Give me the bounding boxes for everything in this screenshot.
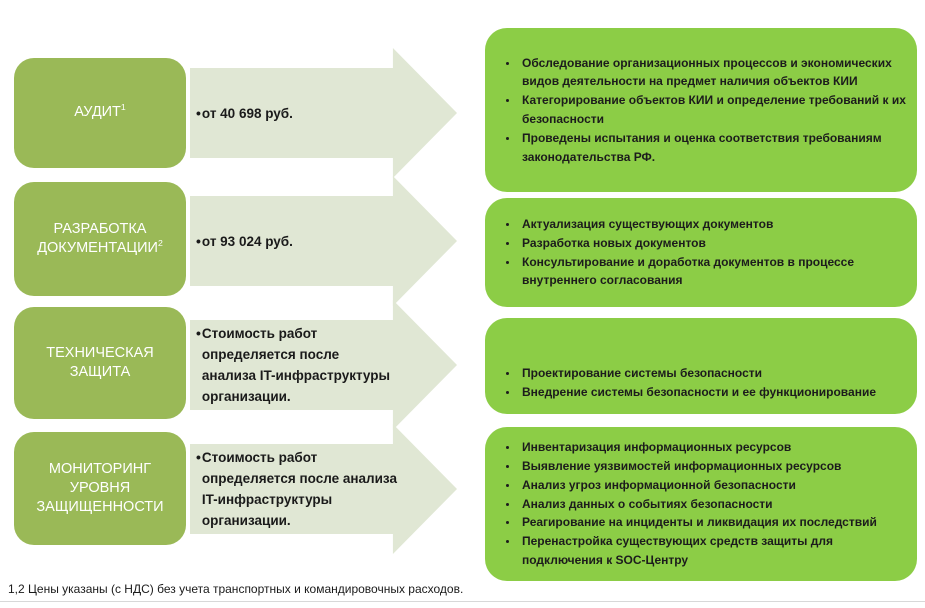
service-title-text: АУДИТ xyxy=(74,104,121,121)
price-line: • от 40 698 руб. xyxy=(196,103,293,124)
bullet-list: Проектирование системы безопасности Внед… xyxy=(503,364,876,402)
footnote: 1,2 Цены указаны (с НДС) без учета транс… xyxy=(8,582,464,596)
bullet-list: Обследование организационных процессов и… xyxy=(503,54,909,167)
price-label: Стоимость работ определяется после анали… xyxy=(201,450,397,528)
process-arrow: • от 93 024 руб. xyxy=(190,176,457,306)
price-label: Стоимость работ определяется после анали… xyxy=(201,326,391,404)
bullet-item: Выявление уязвимостей информационных рес… xyxy=(519,457,909,476)
price-line: • Стоимость работ определяется после ана… xyxy=(196,447,397,531)
price-line: • от 93 024 руб. xyxy=(196,231,293,252)
bullet-item: Разработка новых документов xyxy=(519,234,909,253)
price-block: • от 40 698 руб. xyxy=(196,68,401,158)
service-title-text: МОНИТОРИНГ УРОВНЯ ЗАЩИЩЕННОСТИ xyxy=(36,460,164,516)
service-title: МОНИТОРИНГ УРОВНЯ ЗАЩИЩЕННОСТИ xyxy=(24,460,176,517)
service-title: ТЕХНИЧЕСКАЯ ЗАЩИТА xyxy=(24,344,176,382)
bullet-dot-icon: • xyxy=(196,104,201,121)
bullet-item: Категорирование объектов КИИ и определен… xyxy=(519,91,909,129)
bullet-item: Проведены испытания и оценка соответстви… xyxy=(519,129,909,167)
service-title-box-documentation: РАЗРАБОТКА ДОКУМЕНТАЦИИ2 xyxy=(14,182,186,296)
service-title: РАЗРАБОТКА ДОКУМЕНТАЦИИ2 xyxy=(24,220,176,258)
bullet-dot-icon: • xyxy=(196,449,201,465)
service-details-box-technical-protection: Проектирование системы безопасности Внед… xyxy=(485,318,917,414)
service-title-box-technical-protection: ТЕХНИЧЕСКАЯ ЗАЩИТА xyxy=(14,307,186,419)
price-block: • Стоимость работ определяется после ана… xyxy=(196,444,401,534)
service-details-box-monitoring: Инвентаризация информационных ресурсов В… xyxy=(485,427,917,581)
bullet-item: Внедрение системы безопасности и ее функ… xyxy=(519,383,876,402)
bullet-item: Консультирование и доработка документов … xyxy=(519,253,909,291)
price-block: • от 93 024 руб. xyxy=(196,196,401,286)
bullet-item: Реагирование на инциденты и ликвидация и… xyxy=(519,513,909,532)
title-superscript: 1 xyxy=(120,102,126,113)
process-arrow: • Стоимость работ определяется после ана… xyxy=(190,300,457,430)
bullet-item: Анализ данных о событиях безопасности xyxy=(519,495,909,514)
bullet-item: Проектирование системы безопасности xyxy=(519,364,876,383)
title-superscript: 2 xyxy=(157,238,163,249)
service-details-box-documentation: Актуализация существующих документов Раз… xyxy=(485,198,917,307)
bullet-list: Инвентаризация информационных ресурсов В… xyxy=(503,438,909,570)
price-label: от 40 698 руб. xyxy=(201,105,293,121)
bullet-dot-icon: • xyxy=(196,232,201,249)
bullet-item: Перенастройка существующих средств защит… xyxy=(519,532,909,570)
price-line: • Стоимость работ определяется после ана… xyxy=(196,323,390,407)
divider-line xyxy=(0,601,925,602)
bullet-list: Актуализация существующих документов Раз… xyxy=(503,215,909,290)
process-arrow: • от 40 698 руб. xyxy=(190,48,457,178)
bullet-item: Инвентаризация информационных ресурсов xyxy=(519,438,909,457)
service-title-box-audit: АУДИТ1 xyxy=(14,58,186,168)
bullet-item: Актуализация существующих документов xyxy=(519,215,909,234)
service-details-box-audit: Обследование организационных процессов и… xyxy=(485,28,917,192)
bullet-dot-icon: • xyxy=(196,325,201,341)
process-arrow: • Стоимость работ определяется после ана… xyxy=(190,424,457,554)
price-block: • Стоимость работ определяется после ана… xyxy=(196,320,401,410)
bullet-item: Анализ угроз информационной безопасности xyxy=(519,476,909,495)
bullet-item: Обследование организационных процессов и… xyxy=(519,54,909,92)
service-title-text: РАЗРАБОТКА ДОКУМЕНТАЦИИ xyxy=(37,220,158,256)
service-title-text: ТЕХНИЧЕСКАЯ ЗАЩИТА xyxy=(46,344,154,380)
service-title: АУДИТ1 xyxy=(74,103,126,122)
service-title-box-monitoring: МОНИТОРИНГ УРОВНЯ ЗАЩИЩЕННОСТИ xyxy=(14,432,186,545)
price-label: от 93 024 руб. xyxy=(201,233,293,249)
